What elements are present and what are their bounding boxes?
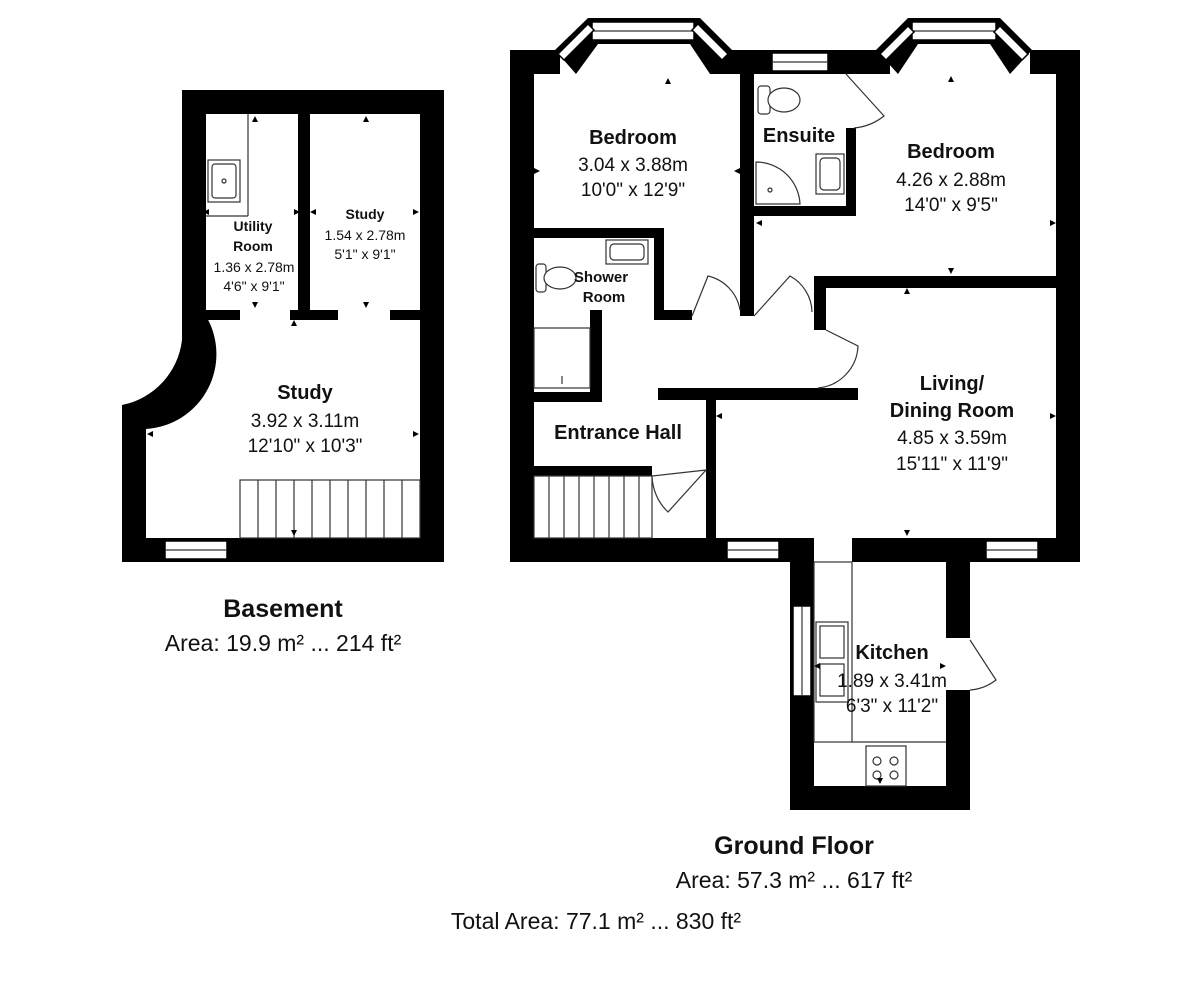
dimension-markers xyxy=(147,116,419,536)
wall xyxy=(590,310,602,400)
wall xyxy=(182,90,444,114)
room-dimensions-imperial: 12'10" x 10'3" xyxy=(248,436,363,457)
wall xyxy=(654,228,664,316)
wall xyxy=(814,276,1056,288)
wall xyxy=(420,90,444,562)
wall xyxy=(534,228,664,238)
room-name: Room xyxy=(583,289,626,306)
toilet-icon xyxy=(535,263,577,293)
room-dimensions-metric: 1.54 x 2.78m xyxy=(325,227,406,243)
ground-floor-plan: Bedroom 3.04 x 3.88m 10'0" x 12'9" Ensui… xyxy=(510,18,1080,893)
floor-caption-title: Ground Floor xyxy=(714,832,874,860)
floor-caption-title: Basement xyxy=(223,595,343,623)
wall xyxy=(182,90,206,316)
shower-icon xyxy=(533,327,591,389)
wall xyxy=(946,538,970,638)
staircase-icon xyxy=(239,479,421,539)
room-name: Living/ xyxy=(920,373,985,395)
room-name: Bedroom xyxy=(589,127,677,149)
wall xyxy=(740,74,754,316)
wall xyxy=(390,310,420,320)
room-dimensions-metric: 3.04 x 3.88m xyxy=(578,155,688,176)
staircase-icon xyxy=(533,475,653,539)
room-name: Kitchen xyxy=(855,642,928,664)
room-name: Dining Room xyxy=(890,400,1014,422)
wall xyxy=(706,400,716,538)
bay-window xyxy=(555,18,732,74)
wall xyxy=(846,128,856,214)
toilet-icon xyxy=(757,85,801,115)
wall xyxy=(1056,50,1080,562)
room-dimensions-imperial: 5'1" x 9'1" xyxy=(334,246,395,262)
sink-icon xyxy=(815,153,845,195)
curved-wall xyxy=(122,316,217,429)
room-dimensions-imperial: 4'6" x 9'1" xyxy=(223,278,284,294)
wall xyxy=(790,786,970,810)
door-swings xyxy=(651,73,997,691)
room-name: Ensuite xyxy=(763,125,835,147)
room-dimensions-imperial: 14'0" x 9'5" xyxy=(904,195,998,216)
sink-icon xyxy=(605,239,649,265)
wall xyxy=(754,206,856,216)
wall xyxy=(122,405,146,562)
room-name: Utility xyxy=(234,218,273,234)
floor-caption-area: Area: 57.3 m² ... 617 ft² xyxy=(676,867,913,893)
sink-icon xyxy=(815,621,849,703)
room-dimensions-imperial: 6'3" x 11'2" xyxy=(846,696,938,717)
kitchen-counter xyxy=(813,561,853,743)
room-dimensions-metric: 3.92 x 3.11m xyxy=(251,411,359,432)
basement-plan: Utility Room 1.36 x 2.78m 4'6" x 9'1" St… xyxy=(122,90,444,656)
shower-icon xyxy=(755,161,801,205)
wall xyxy=(510,50,560,74)
room-dimensions-imperial: 10'0" x 12'9" xyxy=(581,180,685,201)
wall xyxy=(534,392,602,402)
room-dimensions-imperial: 15'11" x 11'9" xyxy=(896,454,1008,475)
room-name: Bedroom xyxy=(907,141,995,163)
room-dimensions-metric: 1.89 x 3.41m xyxy=(837,671,947,692)
wall xyxy=(534,466,652,476)
wall xyxy=(654,310,692,320)
room-name: Room xyxy=(233,238,273,254)
floor-caption-area: Area: 19.9 m² ... 214 ft² xyxy=(165,630,402,656)
room-dimensions-metric: 4.26 x 2.88m xyxy=(896,170,1006,191)
room-name: Shower xyxy=(574,269,628,286)
wall xyxy=(658,388,858,400)
room-dimensions-metric: 1.36 x 2.78m xyxy=(214,259,295,275)
dimension-markers xyxy=(534,76,1056,784)
wall xyxy=(298,114,310,316)
room-name: Study xyxy=(277,382,333,404)
hob-icon xyxy=(865,745,907,787)
bay-window xyxy=(876,18,1032,74)
wall xyxy=(290,310,338,320)
wall xyxy=(206,310,240,320)
room-dimensions-metric: 4.85 x 3.59m xyxy=(897,428,1007,449)
total-area: Total Area: 77.1 m² ... 830 ft² xyxy=(451,908,742,934)
wall xyxy=(814,276,826,330)
wall xyxy=(510,50,534,562)
room-name: Entrance Hall xyxy=(554,422,682,444)
room-name: Study xyxy=(346,206,385,222)
